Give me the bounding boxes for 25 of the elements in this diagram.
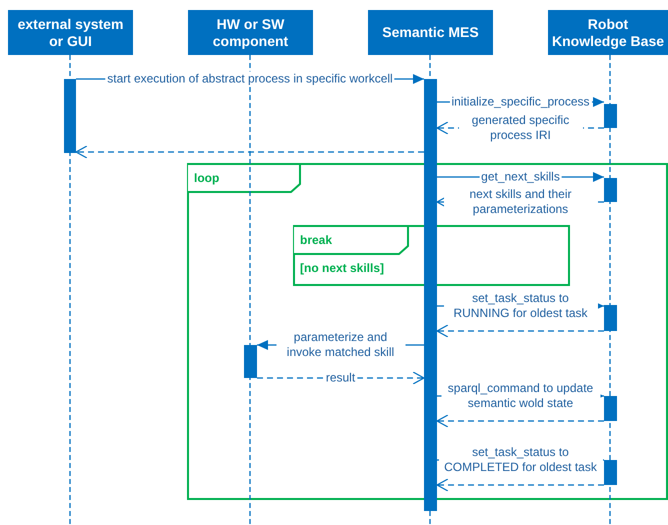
fragment-frame — [293, 225, 570, 286]
fragment-frame — [187, 163, 668, 500]
activation-bar — [604, 396, 617, 421]
activation-bar — [604, 305, 617, 331]
participant-box: Semantic MES — [368, 10, 493, 55]
guard-condition: [no next skills] — [300, 261, 384, 275]
message-label: initialize_specific_process — [449, 94, 592, 110]
participant-box: Robot Knowledge Base — [548, 10, 668, 55]
message-label: generated specific process IRI — [458, 113, 582, 143]
message-label: start execution of abstract process in specific workcell — [105, 72, 395, 86]
return-arrow — [436, 324, 604, 338]
activation-bar — [604, 178, 617, 202]
activation-bar — [244, 345, 257, 378]
return-arrow — [436, 478, 604, 492]
activation-bar — [64, 79, 76, 153]
return-arrow — [436, 414, 604, 428]
participant-box: external system or GUI — [8, 10, 133, 55]
activation-bar — [604, 460, 617, 485]
activation-bar — [424, 79, 437, 511]
fragment-operator: loop — [194, 171, 220, 185]
participant-box: HW or SW component — [188, 10, 313, 55]
message-label: get_next_skills — [479, 170, 562, 184]
activation-bar — [604, 104, 617, 128]
return-arrow — [75, 145, 424, 159]
fragment-operator: break — [300, 233, 332, 247]
